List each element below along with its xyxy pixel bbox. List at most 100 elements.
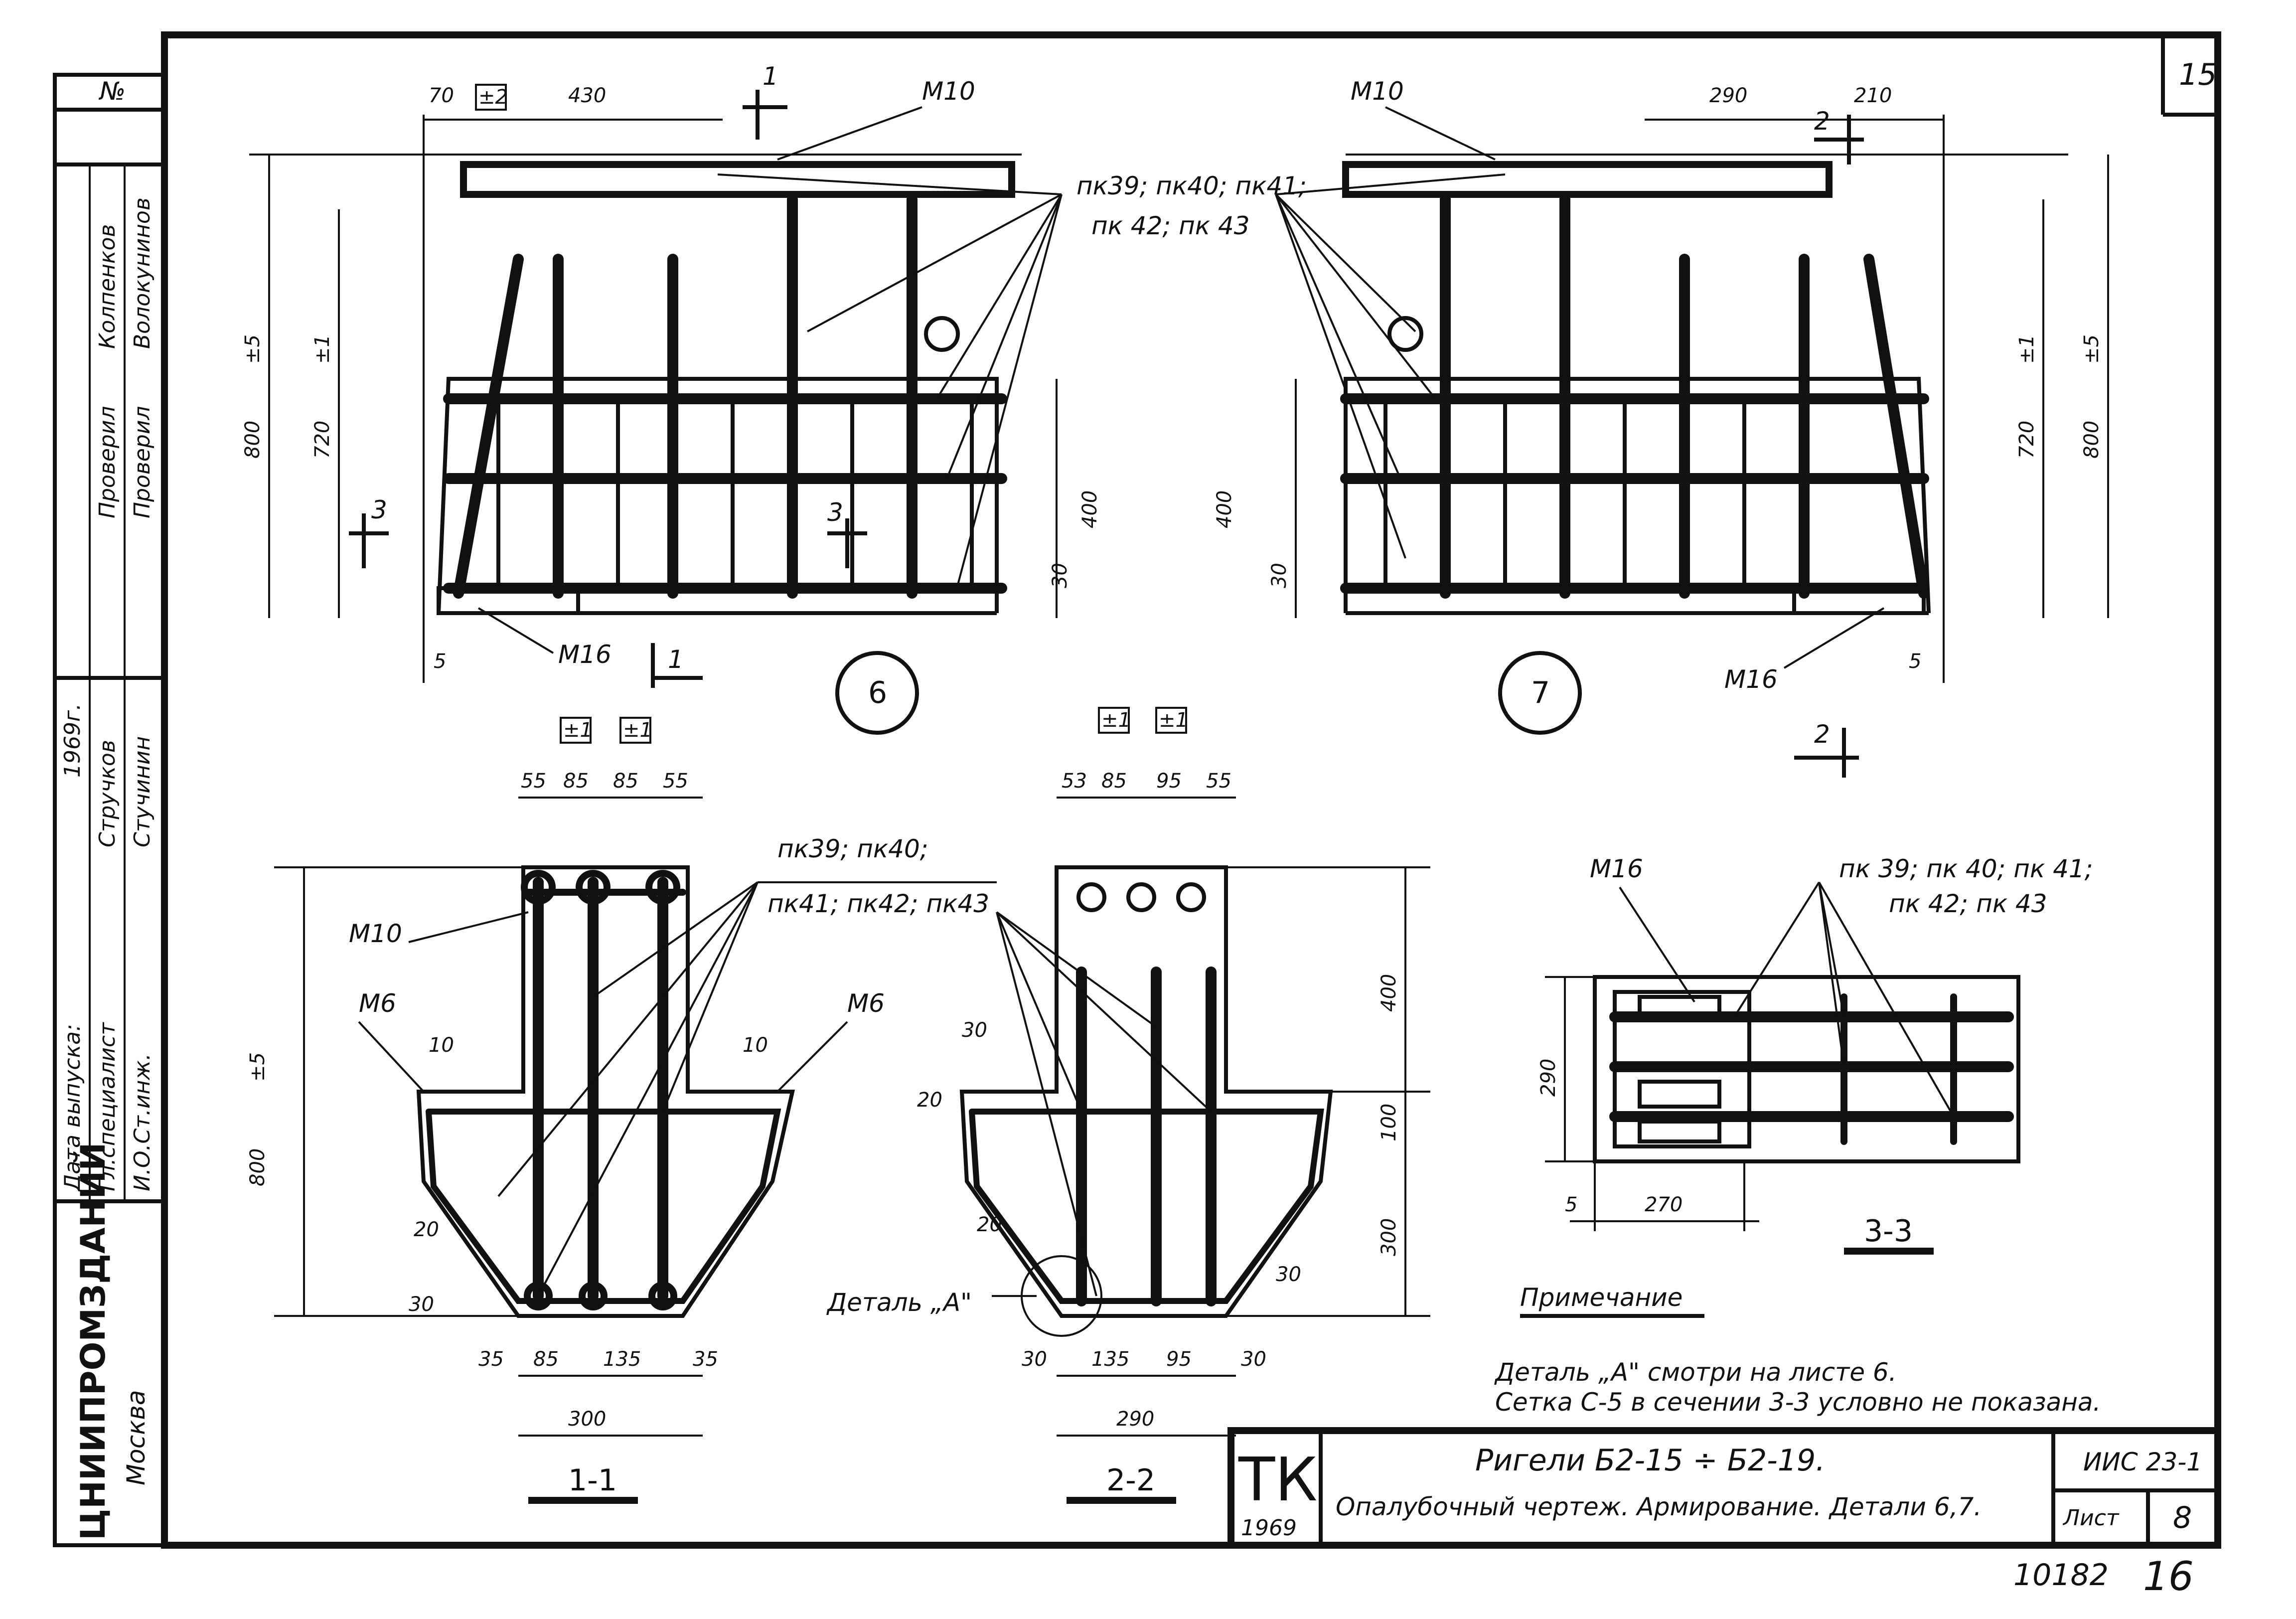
footer-page: 16 bbox=[2143, 1553, 2194, 1600]
detail-6-badge-circle bbox=[835, 651, 919, 735]
d7-dim-30: 30 bbox=[1268, 563, 1291, 588]
d7-dim-720: 720 bbox=[2015, 421, 2038, 459]
s11-tol-2: ±5 bbox=[246, 1052, 269, 1082]
footer: 10182 16 bbox=[2013, 1553, 2194, 1600]
s11-callout-line-2: пк41; пк42; пк43 bbox=[767, 889, 989, 918]
stamp-role-4: И.О.Ст.инж. bbox=[130, 1053, 155, 1191]
d7-dim-5: 5 bbox=[1909, 650, 1921, 673]
s11-dim-bottom-0: 35 bbox=[478, 1348, 504, 1371]
detail-7-badge: 7 bbox=[1531, 675, 1550, 710]
s11-dim-bottom-3: 35 bbox=[693, 1348, 718, 1371]
s33-callout-line-2: пк 42; пк 43 bbox=[1889, 889, 2047, 918]
s33-title: 3-3 bbox=[1864, 1214, 1913, 1249]
d6-mark-m16: М16 bbox=[558, 640, 612, 669]
s22-dim-small-2: 20 bbox=[977, 1213, 1002, 1236]
s22-tol-1: ±1 bbox=[1159, 709, 1188, 732]
callout-line-2: пк 42; пк 43 bbox=[1091, 211, 1250, 240]
stamp-no-label: № bbox=[98, 77, 126, 106]
s11-title: 1-1 bbox=[568, 1463, 617, 1498]
detail-6-7-callout: пк39; пк40; пк41; пк 42; пк 43 bbox=[1076, 171, 1307, 240]
s11-dim-top-1: 85 bbox=[563, 770, 589, 793]
d6-section-3-left: 3 bbox=[371, 495, 387, 524]
s11-mark-m6-left: М6 bbox=[359, 989, 396, 1018]
s22-dim-small-0: 30 bbox=[962, 1019, 987, 1042]
s22-tol-0: ±1 bbox=[1101, 709, 1131, 732]
s11-dim-small-2: 20 bbox=[414, 1218, 439, 1241]
d6-section-1-bottom: 1 bbox=[668, 645, 684, 674]
stamp-role-3: Гл.специалист bbox=[95, 1022, 120, 1191]
note-line-1: Деталь „А" смотри на листе 6. bbox=[1494, 1358, 1897, 1387]
detail-7: 290 210 720 800 ±1 ±5 400 30 5 М10 М16 2… bbox=[1213, 77, 2109, 778]
d7-dim-210: 210 bbox=[1854, 84, 1892, 107]
section-2-2: 53 85 95 55 ±1 ±1 400 100 300 30 20 20 3… bbox=[826, 707, 1430, 1504]
s22-dim-top-3: 55 bbox=[1206, 770, 1231, 793]
d6-tol-2: ±2 bbox=[478, 86, 508, 109]
d7-mark-m10: М10 bbox=[1351, 77, 1404, 106]
s33-callout-line-1: пк 39; пк 40; пк 41; bbox=[1839, 854, 2093, 883]
d6-dim-800: 800 bbox=[241, 421, 264, 459]
detail-7-badge-circle bbox=[1498, 651, 1582, 735]
d7-tol-1: ±1 bbox=[2015, 334, 2038, 364]
s22-dim-small-3: 30 bbox=[1276, 1263, 1301, 1286]
stamp-name-3: Стручков bbox=[95, 740, 120, 847]
s22-dim-small-1: 20 bbox=[917, 1089, 942, 1112]
d6-dim-400: 400 bbox=[1078, 490, 1101, 528]
stamp-role-2: Проверил bbox=[130, 406, 155, 518]
s11-callout-line-1: пк39; пк40; bbox=[777, 834, 928, 863]
callout-line-1: пк39; пк40; пк41; bbox=[1076, 171, 1307, 200]
sheet-frame: 15 bbox=[161, 31, 2221, 1549]
tb-tk: ТК bbox=[1238, 1446, 1318, 1515]
s22-dim-400: 400 bbox=[1378, 974, 1400, 1012]
s11-dim-total: 300 bbox=[568, 1408, 606, 1431]
s33-dim-290: 290 bbox=[1537, 1059, 1560, 1097]
stamp-city: Москва bbox=[122, 1390, 151, 1485]
s22-dim-300: 300 bbox=[1378, 1218, 1400, 1256]
s33-dim-270: 270 bbox=[1645, 1193, 1683, 1216]
s11-dim-bottom-1: 85 bbox=[533, 1348, 559, 1371]
d6-tol-5: ±5 bbox=[241, 334, 264, 364]
tb-sheet-label: Лист bbox=[2062, 1505, 2120, 1531]
s22-dim-bottom-1: 135 bbox=[1091, 1348, 1129, 1371]
section-3-3: 290 5 270 М16 пк 39; пк 40; пк 41; пк 42… bbox=[1537, 854, 2093, 1255]
stamp-organization: ЦНИИПРОМЗДАНИЙ bbox=[73, 1142, 113, 1540]
s22-dim-total: 290 bbox=[1116, 1408, 1154, 1431]
d6-dim-5: 5 bbox=[434, 650, 446, 673]
d7-tol-5: ±5 bbox=[2080, 334, 2103, 364]
note-title: Примечание bbox=[1520, 1283, 1683, 1312]
s22-dim-100: 100 bbox=[1378, 1104, 1400, 1141]
d6-section-1-top: 1 bbox=[763, 62, 778, 91]
d7-section-2-bottom: 2 bbox=[1814, 720, 1830, 749]
s11-dim-top-2: 85 bbox=[613, 770, 638, 793]
side-stamp: № Проверил Проверил Колпенков Волокунино… bbox=[53, 73, 166, 1547]
s11-dim-small-1: 10 bbox=[743, 1034, 768, 1057]
s11-dim-small-0: 10 bbox=[429, 1034, 454, 1057]
stamp-name-2: Волокунинов bbox=[130, 197, 155, 349]
tb-title-2: Опалубочный чертеж. Армирование. Детали … bbox=[1336, 1492, 1982, 1521]
note-block: Примечание Деталь „А" смотри на листе 6.… bbox=[1494, 1283, 2101, 1417]
s22-dim-bottom-3: 30 bbox=[1241, 1348, 1266, 1371]
stamp-release-year: 1969г. bbox=[60, 703, 85, 778]
s11-dim-small-3: 30 bbox=[409, 1293, 434, 1316]
stamp-name-1: Колпенков bbox=[95, 224, 120, 349]
s33-dim-5: 5 bbox=[1565, 1193, 1577, 1216]
s22-dim-bottom-0: 30 bbox=[1022, 1348, 1047, 1371]
note-line-2: Сетка С-5 в сечении 3-3 условно не показ… bbox=[1495, 1388, 2101, 1417]
s11-dim-top-3: 55 bbox=[663, 770, 688, 793]
d6-dim-30: 30 bbox=[1049, 563, 1071, 588]
tb-year: 1969 bbox=[1241, 1515, 1297, 1541]
d7-mark-m16: М16 bbox=[1724, 665, 1778, 694]
s22-dim-top-2: 95 bbox=[1156, 770, 1182, 793]
tb-series: ИИС 23-1 bbox=[2083, 1448, 2202, 1476]
s11-mark-m6-right: М6 bbox=[847, 989, 885, 1018]
section-1-1: 55 85 85 55 ±1 ±1 ±5 800 35 85 135 35 30… bbox=[246, 717, 997, 1504]
stamp-role-1: Проверил bbox=[95, 406, 120, 518]
s11-dim-800: 800 bbox=[246, 1148, 269, 1186]
s11-mark-m10: М10 bbox=[349, 919, 402, 948]
stamp-name-4: Стучинин bbox=[130, 736, 155, 847]
title-block: ТК 1969 Ригели Б2-15 ÷ Б2-19. Опалубочны… bbox=[1227, 1427, 2221, 1549]
d7-dim-800: 800 bbox=[2080, 421, 2103, 459]
detail-6-badge: 6 bbox=[868, 675, 887, 710]
corner-sheet-number: 15 bbox=[2179, 57, 2217, 92]
d6-tol-1: ±1 bbox=[311, 334, 334, 364]
tb-title-1: Ригели Б2-15 ÷ Б2-19. bbox=[1475, 1443, 1825, 1478]
